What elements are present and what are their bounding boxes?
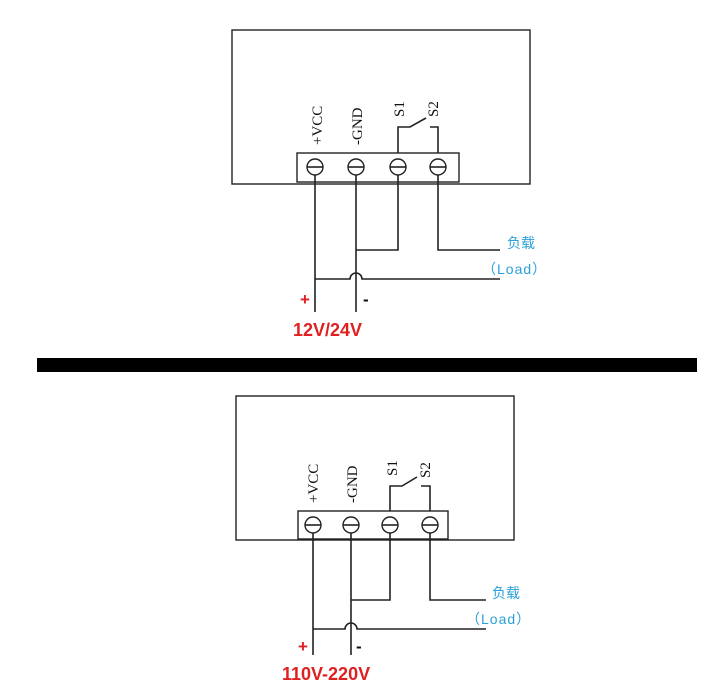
terminal-label-s1: S1 (392, 101, 408, 117)
screw-vcc (306, 158, 324, 176)
load-label-en: （Load） (466, 611, 531, 627)
terminal-label-gnd: -GND (345, 465, 361, 503)
wire-s2-to-load (437, 175, 500, 251)
screw-s1 (381, 516, 399, 534)
terminal-label-vcc: +VCC (310, 106, 326, 145)
wire-s2-to-load (429, 533, 486, 601)
load-label-cn: 负载 (492, 586, 520, 602)
screw-s1 (389, 158, 407, 176)
terminal-label-s2: S2 (418, 462, 434, 478)
wire-vcc-to-load (313, 622, 486, 630)
wire-vcc-to-load (315, 272, 500, 280)
screw-s2 (421, 516, 439, 534)
negative-label: - (363, 290, 369, 309)
terminal-label-s1: S1 (385, 460, 401, 476)
relay-switch-symbol (389, 476, 431, 512)
wire-s1-to-gnd (351, 533, 391, 601)
voltage-label: 12V/24V (293, 320, 362, 340)
positive-label: + (300, 290, 310, 309)
wire-s1-to-gnd (356, 175, 399, 251)
screw-s2 (429, 158, 447, 176)
relay-switch-symbol (397, 117, 439, 155)
screw-vcc (304, 516, 322, 534)
panel-bottom: +VCC -GND S1 S2 + - 110V-220V 负载 （Load） (235, 395, 531, 684)
load-label-en: （Load） (482, 261, 547, 277)
panel-top: +VCC -GND S1 S2 + - 12V/24V 负载 （Load） (231, 29, 547, 340)
screw-gnd (347, 158, 365, 176)
screw-gnd (342, 516, 360, 534)
terminal-label-vcc: +VCC (306, 464, 322, 503)
separator-bar (37, 358, 697, 372)
terminal-label-gnd: -GND (350, 107, 366, 145)
terminal-label-s2: S2 (426, 101, 442, 117)
voltage-label: 110V-220V (282, 664, 370, 684)
negative-label: - (356, 637, 362, 656)
positive-label: + (298, 637, 308, 656)
load-label-cn: 负载 (507, 236, 535, 252)
